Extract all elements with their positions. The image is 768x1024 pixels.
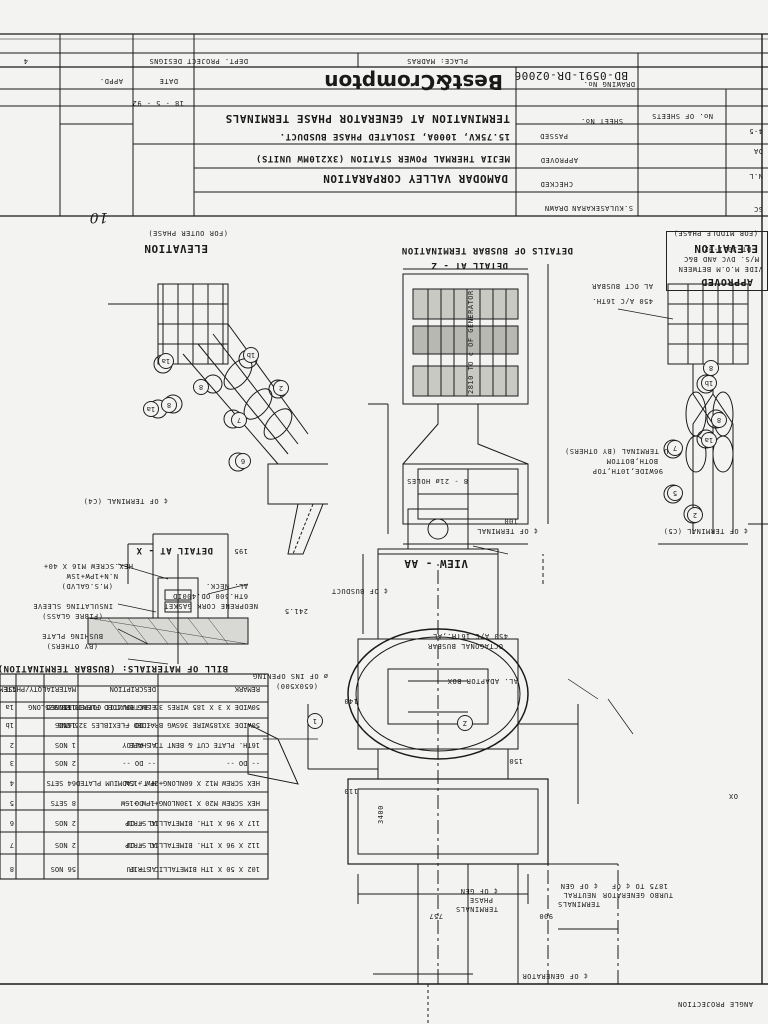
bom-header: REMARK (234, 685, 260, 693)
bom-cell: 3 (9, 759, 14, 767)
bom-cell: 2 NOS (54, 759, 76, 767)
bom-cell: 64 SETS (46, 779, 76, 787)
bom-cell: AL ALLOY (122, 741, 156, 749)
bom-cell: 8 SETS (50, 799, 76, 807)
bom-cell: 56 NOS (50, 865, 76, 873)
bom-cell: 4 (9, 779, 14, 787)
bom-cell: 102 X 50 X 1TH BIMETALLIC STRIP (129, 865, 260, 873)
bom-cell: H.T. CADMIUM PLATED (75, 779, 156, 787)
bom-cell: 50WIDE 3X185WIRE 36SWG BRAIDED FLEXIBLES… (57, 721, 260, 729)
bom-cell: 50WIDE X 3 X 185 WIRES 36 SWG BRAIDED FL… (28, 703, 260, 711)
bom-cell: 2 NOS (54, 819, 76, 827)
detail-z-lines (402, 264, 549, 545)
title-block-lines (0, 34, 768, 217)
bom-cell: 117 X 96 X 1TH. BIMETALLIC STRIP (125, 819, 260, 827)
bom-cell: 2 NOS (54, 841, 76, 849)
bom-cell: -- DO -- (122, 799, 156, 807)
bom-cell: -- DO -- (122, 721, 156, 729)
bom-cell: 1b (5, 721, 14, 729)
bom-cell: -- DO -- (226, 759, 260, 767)
bom-cell: AL + CU (126, 841, 156, 849)
bom-cell: AL + CU (126, 819, 156, 827)
bom-cell: 16TH. PLATE CUT & BENT TO SHAPE (129, 741, 260, 749)
bom-cell: HEX SCREW M12 X 60NLONG+2PW +1SW (125, 779, 260, 787)
bom-cell: -- DO -- (122, 759, 156, 767)
bom-cell: 112 X 96 X 1TH. BIMETALLIC STRIP (125, 841, 260, 849)
bom-cell: 16NOS (54, 721, 76, 729)
bom-cell: 1 NOS (54, 741, 76, 749)
bom-cell: 5 (9, 799, 14, 807)
bom-cell: 8 (9, 865, 14, 873)
bom-header: QTY/PHASE (4, 685, 42, 693)
bom-header: MATERIAL (42, 685, 76, 693)
bom-cell: 6 (9, 819, 14, 827)
bom-cell: AL + CU (126, 865, 156, 873)
bom-header: DESCRIPTION (109, 685, 156, 693)
leader-lines (117, 308, 674, 740)
detail-x-lines (87, 533, 249, 664)
bom-cell: 2 (9, 741, 14, 749)
bom-cell: 16NOS (54, 703, 76, 711)
bom-cell: 1a (5, 703, 14, 711)
bom-table-lines (0, 673, 269, 880)
bom-cell: 7 (9, 841, 14, 849)
view-aa-lines (247, 508, 619, 1023)
bom-cell: HEX SCREW M20 X 130NLONG+1PW +1SW (120, 799, 260, 807)
